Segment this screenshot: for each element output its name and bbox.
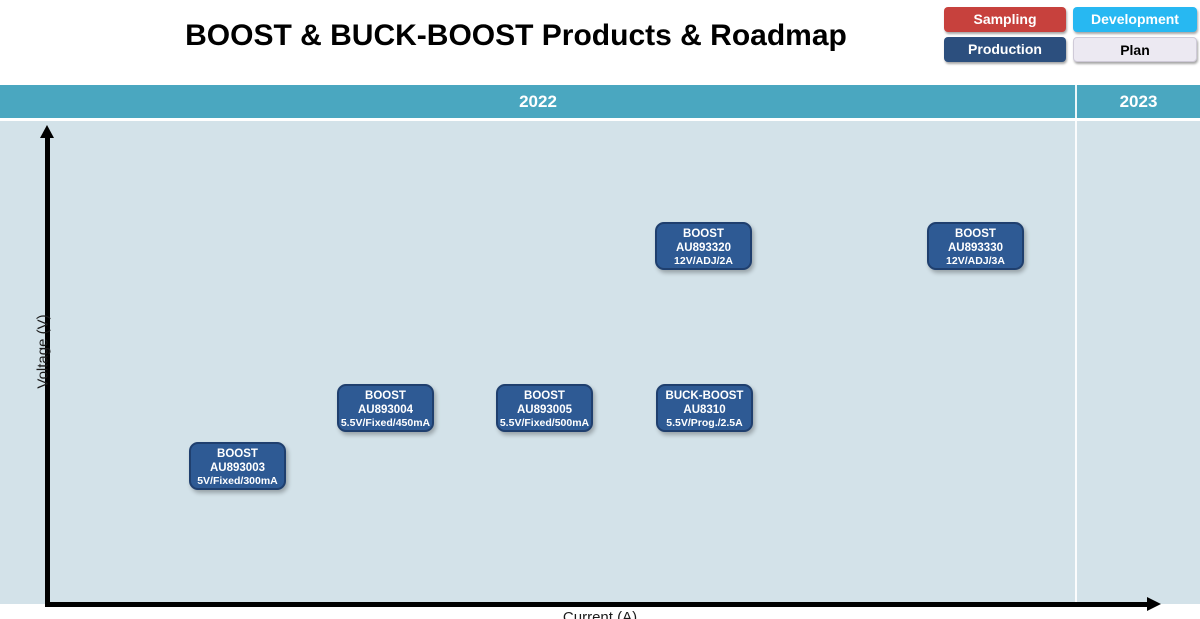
product-type: BOOST — [683, 228, 724, 240]
chart-area — [0, 121, 1200, 604]
product-box-au893004: BOOST AU893004 5.5V/Fixed/450mA — [337, 384, 434, 432]
product-part-number: AU893005 — [517, 404, 572, 416]
legend-item-production: Production — [944, 37, 1066, 62]
product-part-number: AU893004 — [358, 404, 413, 416]
timeline-year-2023: 2023 — [1119, 92, 1158, 111]
year-divider-line — [1075, 85, 1077, 604]
product-type: BOOST — [217, 448, 258, 460]
x-axis-line — [45, 602, 1149, 607]
product-type: BUCK-BOOST — [665, 390, 744, 402]
product-box-au893330: BOOST AU893330 12V/ADJ/3A — [927, 222, 1024, 270]
timeline-year-2022: 2022 — [519, 92, 557, 111]
product-part-number: AU893003 — [210, 462, 265, 474]
product-spec: 5.5V/Prog./2.5A — [666, 417, 743, 429]
product-spec: 5.5V/Fixed/450mA — [340, 417, 431, 429]
x-axis-label: Current (A) — [562, 609, 638, 619]
product-type: BOOST — [524, 390, 565, 402]
product-spec: 12V/ADJ/3A — [946, 255, 1005, 267]
product-type: BOOST — [365, 390, 406, 402]
x-axis-arrow-icon — [1147, 597, 1161, 611]
product-spec: 5.5V/Fixed/500mA — [499, 417, 590, 429]
product-part-number: AU893320 — [676, 242, 731, 254]
product-box-au8310: BUCK-BOOST AU8310 5.5V/Prog./2.5A — [656, 384, 753, 432]
y-axis-line — [45, 136, 50, 607]
product-box-au893005: BOOST AU893005 5.5V/Fixed/500mA — [496, 384, 593, 432]
product-type: BOOST — [955, 228, 996, 240]
product-spec: 5V/Fixed/300mA — [197, 475, 278, 487]
legend-item-sampling: Sampling — [944, 7, 1066, 32]
y-axis-arrow-icon — [40, 125, 54, 138]
y-axis-label: Voltage (V) — [34, 314, 52, 389]
timeline-band — [0, 85, 1200, 118]
product-part-number: AU8310 — [683, 404, 726, 416]
product-box-au893320: BOOST AU893320 12V/ADJ/2A — [655, 222, 752, 270]
page-title: BOOST & BUCK-BOOST Products & Roadmap — [185, 19, 847, 52]
product-part-number: AU893330 — [948, 242, 1003, 254]
legend-item-plan: Plan — [1073, 37, 1197, 62]
product-box-au893003: BOOST AU893003 5V/Fixed/300mA — [189, 442, 286, 490]
legend-item-development: Development — [1073, 7, 1197, 32]
product-spec: 12V/ADJ/2A — [674, 255, 733, 267]
